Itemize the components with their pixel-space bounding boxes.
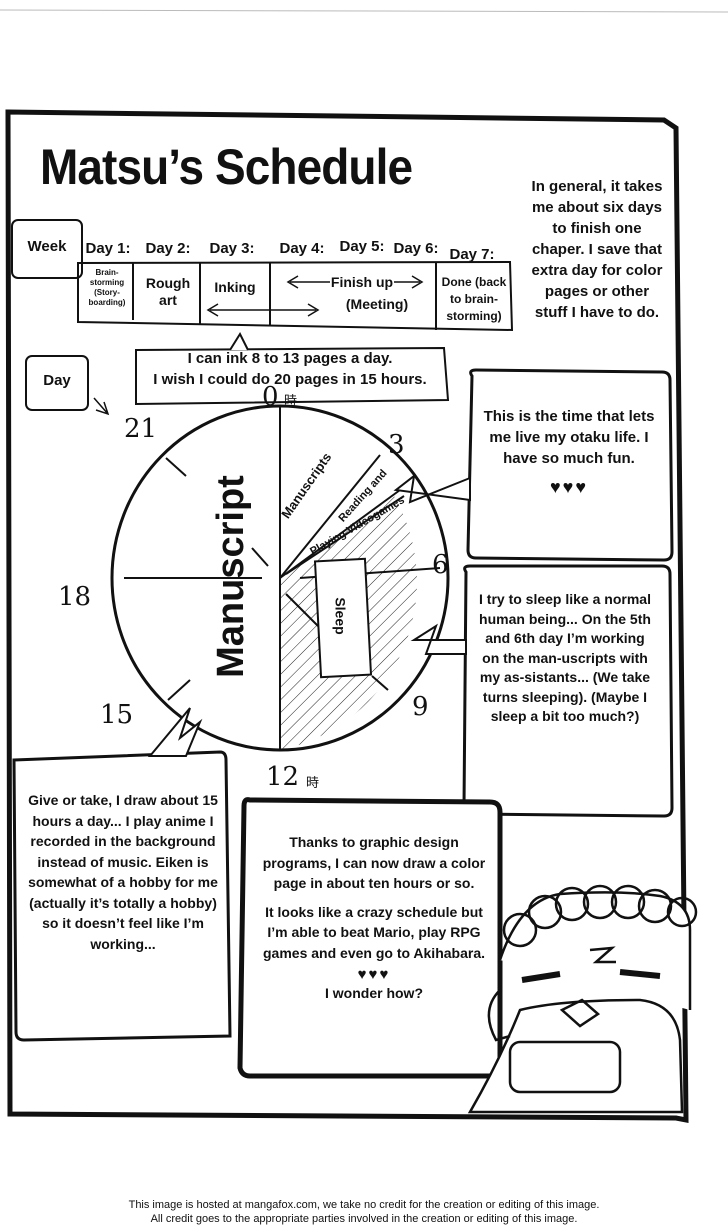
day-3-header: Day 3: [209, 240, 255, 257]
otaku-hearts: ♥♥♥ [549, 477, 589, 497]
sleep-label-box [313, 557, 373, 679]
otaku-bubble: This is the time that lets me live my ot… [480, 406, 658, 498]
week-label: Week [27, 238, 67, 255]
ink-speech-text: I can ink 8 to 13 pages a day. I wish I … [140, 348, 440, 390]
clock-label-9: 9 [412, 692, 429, 722]
inking-arrow [206, 303, 320, 317]
design-hearts: ♥♥♥ [357, 966, 391, 983]
clock-label-0: 0 [262, 382, 279, 412]
otaku-bubble-tail [393, 473, 471, 504]
clock-label-6: 6 [432, 550, 449, 580]
clock-label-12: 12 [266, 762, 300, 792]
finish-up-arrow [286, 275, 424, 289]
design-bubble-p3: I wonder how? [325, 985, 423, 1001]
tick-c2 [285, 593, 319, 627]
task-done: Done (back to brain-storming) [441, 275, 507, 323]
task-rough-art: Rough art [145, 275, 191, 308]
footer-line1: This image is hosted at mangafox.com, we… [128, 1199, 600, 1211]
week-label-box [11, 219, 83, 279]
day-4-header: Day 4: [279, 240, 325, 257]
clock-label-15: 15 [100, 700, 134, 730]
schedule-pie-chart [110, 404, 450, 752]
clock-label-21: 21 [124, 414, 158, 444]
tick-15h [167, 679, 191, 701]
design-bubble-p1: Thanks to graphic design programs, I can… [262, 834, 486, 891]
author-self-portrait [467, 884, 698, 1114]
footer-line2: All credit goes to the appropriate parti… [150, 1213, 578, 1225]
draw-bubble-shape [12, 750, 232, 1042]
pie-label-manuscript-large: Manuscript [209, 475, 252, 678]
day-label-box [25, 355, 89, 411]
ink-speech-balloon [135, 346, 450, 406]
design-bubble: Thanks to graphic design programs, I can… [262, 832, 486, 1004]
footer-notice: This image is hosted at mangafox.com, we… [0, 1198, 728, 1226]
clock-label-12-kanji: 時 [306, 776, 320, 791]
task-inking: Inking [214, 279, 256, 295]
week-task-strip [77, 260, 514, 332]
tick-c1 [251, 547, 269, 567]
day-2-header: Day 2: [145, 240, 191, 257]
day-5-header: Day 5: [339, 238, 385, 255]
day-1-header: Day 1: [85, 240, 131, 257]
clock-label-18: 18 [58, 582, 92, 612]
slice-line-4h-b [285, 495, 405, 575]
slice-line-3h [279, 454, 381, 579]
pie-label-sleep: Sleep [332, 597, 349, 635]
design-bubble-p2: It looks like a crazy schedule but I’m a… [263, 903, 485, 961]
otaku-bubble-text: This is the time that lets me live my ot… [483, 408, 655, 467]
sleep-bubble-tail [410, 623, 467, 655]
task-finish-up: Finish up [330, 274, 394, 290]
day-6-header: Day 6: [393, 240, 439, 257]
task-brainstorming: Brain-storming (Story-boarding) [88, 268, 126, 307]
clock-label-3: 3 [388, 430, 405, 460]
draw-bubble-text: Give or take, I draw about 15 hours a da… [28, 792, 218, 952]
otaku-bubble-shape [466, 368, 674, 562]
slice-line-4h [279, 489, 401, 579]
tick-21h [165, 457, 187, 477]
ink-speech-line2: I wish I could do 20 pages in 15 hours. [153, 371, 427, 388]
clock-label-0-kanji: 時 [284, 394, 298, 409]
draw-bubble-tail [147, 707, 203, 757]
task-meeting: (Meeting) [345, 296, 409, 312]
day-pointer-arrow [93, 397, 110, 416]
page-frame [5, 109, 689, 1124]
intro-text: In general, it takes me about six days t… [531, 178, 663, 321]
day-label: Day [43, 372, 71, 389]
page-title: Matsu’s Schedule [40, 139, 413, 195]
day-7-header: Day 7: [449, 246, 495, 263]
ink-speech-line1: I can ink 8 to 13 pages a day. [187, 350, 393, 367]
tick-9h [371, 675, 389, 691]
sleep-bubble-text: I try to sleep like a normal human being… [479, 591, 651, 724]
